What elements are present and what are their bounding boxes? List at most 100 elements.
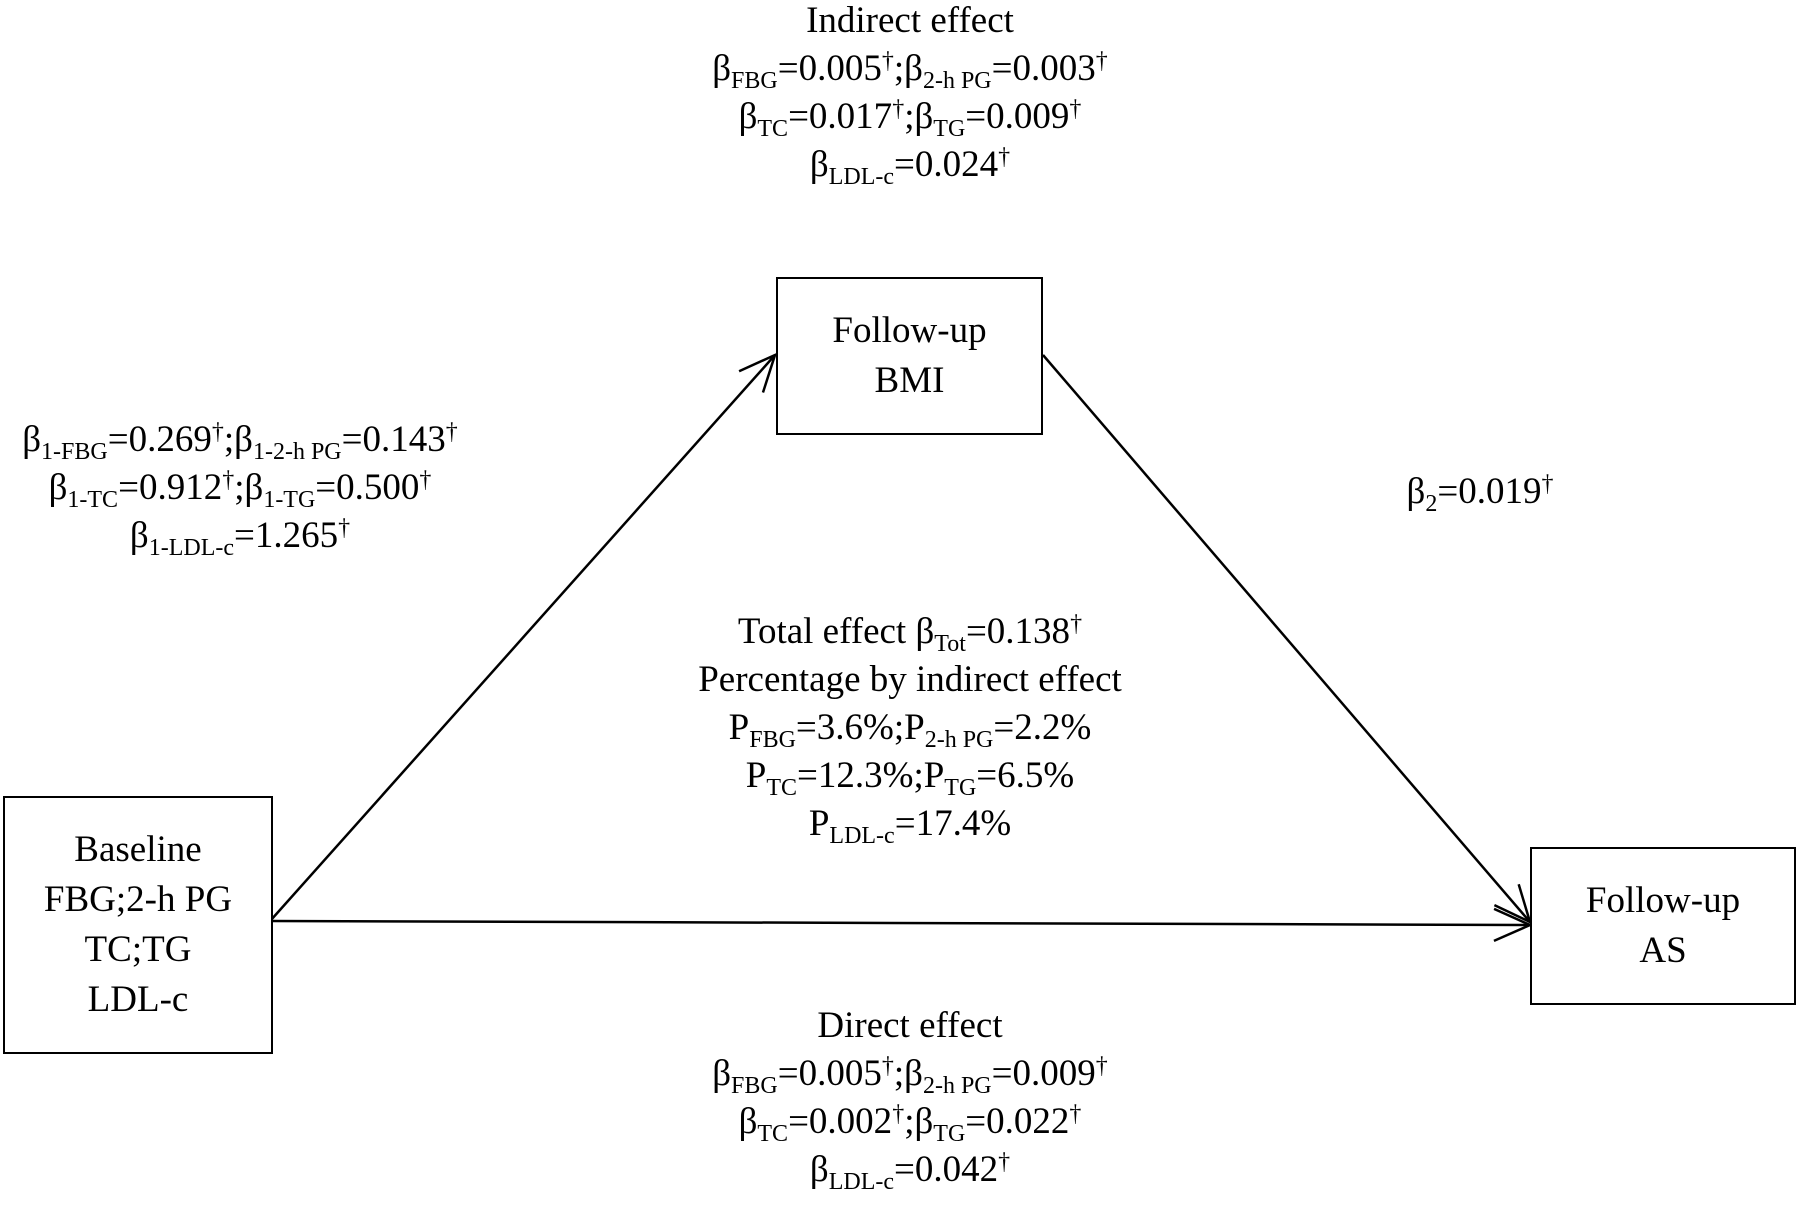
subscript: TG xyxy=(933,1121,966,1147)
text-run: β xyxy=(22,419,42,460)
text-run: =0.002 xyxy=(788,1101,893,1142)
text-run: β xyxy=(738,1101,758,1142)
text-run: ;β xyxy=(893,48,923,89)
text-run: =2.2% xyxy=(993,707,1092,748)
superscript: † xyxy=(881,48,894,74)
subscript: 1-LDL-c xyxy=(148,535,234,561)
subscript: TC xyxy=(766,775,797,801)
total-effect-line: PTC=12.3%;PTG=6.5% xyxy=(510,752,1310,800)
superscript: † xyxy=(1070,611,1083,637)
subscript: 1-2-h PG xyxy=(252,439,342,465)
text-run: β xyxy=(48,467,68,508)
superscript: † xyxy=(1095,1053,1108,1079)
superscript: † xyxy=(1069,96,1082,122)
superscript: † xyxy=(998,1149,1011,1175)
superscript: † xyxy=(1541,471,1554,497)
baseline-box-line: FBG;2-h PG xyxy=(43,879,233,920)
path-a-line: β1-TC=0.912†;β1-TG=0.500† xyxy=(0,464,480,512)
subscript: LDL-c xyxy=(828,1169,894,1195)
text-run: Total effect β xyxy=(737,611,935,652)
indirect-effect-block: Indirect effect βFBG=0.005†;β2-h PG=0.00… xyxy=(510,0,1310,189)
arrow-baseline-to-as xyxy=(270,921,1530,925)
subscript: 2-h PG xyxy=(922,68,992,94)
total-effect-line: PFBG=3.6%;P2-h PG=2.2% xyxy=(510,704,1310,752)
total-effect-block: Total effect βTot=0.138† Percentage by i… xyxy=(510,608,1310,848)
as-box-line: AS xyxy=(1639,930,1687,971)
superscript: † xyxy=(998,144,1011,170)
text-run: Percentage by indirect effect xyxy=(698,659,1122,700)
direct-effect-block: Direct effect βFBG=0.005†;β2-h PG=0.009†… xyxy=(510,1002,1310,1194)
text-run: ;β xyxy=(904,1101,934,1142)
total-effect-line: Percentage by indirect effect xyxy=(510,656,1310,704)
text-run: =0.019 xyxy=(1437,471,1542,512)
bmi-box-line: BMI xyxy=(874,360,945,401)
indirect-effect-line: βLDL-c=0.024† xyxy=(510,141,1310,189)
followup-as-box: Follow-up AS xyxy=(1530,847,1796,1005)
text-run: P xyxy=(745,755,767,796)
subscript: FBG xyxy=(731,68,778,94)
indirect-effect-line: βTC=0.017†;βTG=0.009† xyxy=(510,93,1310,141)
indirect-effect-title: Indirect effect xyxy=(806,0,1014,41)
subscript: TG xyxy=(933,116,966,142)
superscript: † xyxy=(419,467,432,493)
text-run: =17.4% xyxy=(894,803,1012,844)
text-run: β xyxy=(809,1149,829,1190)
text-run: ;β xyxy=(234,467,264,508)
text-run: =0.022 xyxy=(965,1101,1070,1142)
text-run: =0.042 xyxy=(894,1149,999,1190)
text-run: =0.500 xyxy=(315,467,420,508)
subscript: Tot xyxy=(934,631,966,657)
subscript: TC xyxy=(757,116,789,142)
bmi-box-line: Follow-up xyxy=(832,310,987,351)
baseline-box-line: Baseline xyxy=(74,829,202,870)
direct-effect-line: βTC=0.002†;βTG=0.022† xyxy=(510,1098,1310,1146)
subscript: 1-FBG xyxy=(41,439,108,465)
subscript: FBG xyxy=(749,727,796,753)
superscript: † xyxy=(445,419,458,445)
path-a-line: β1-LDL-c=1.265† xyxy=(0,512,480,560)
path-b-coefficient: β2=0.019† xyxy=(1330,468,1630,516)
text-run: P xyxy=(728,707,750,748)
path-a-line: β1-FBG=0.269†;β1-2-h PG=0.143† xyxy=(0,416,480,464)
text-run: =0.912 xyxy=(118,467,223,508)
subscript: LDL-c xyxy=(828,164,894,190)
baseline-box: Baseline FBG;2-h PG TC;TG LDL-c xyxy=(3,796,273,1054)
subscript: 2 xyxy=(1425,491,1438,517)
text-run: =12.3%;P xyxy=(797,755,945,796)
text-run: =6.5% xyxy=(976,755,1075,796)
subscript: TC xyxy=(757,1121,789,1147)
direct-effect-title: Direct effect xyxy=(817,1005,1003,1046)
arrow-baseline-to-bmi xyxy=(270,355,775,921)
text-run: =0.138 xyxy=(965,611,1071,652)
subscript: 1-TC xyxy=(67,487,119,513)
subscript: LDL-c xyxy=(829,823,895,849)
superscript: † xyxy=(1069,1101,1082,1127)
text-run: =0.005 xyxy=(777,48,882,89)
text-run: =0.009 xyxy=(991,1053,1096,1094)
direct-effect-line: βLDL-c=0.042† xyxy=(510,1146,1310,1194)
superscript: † xyxy=(892,96,905,122)
text-run: =0.143 xyxy=(341,419,446,460)
superscript: † xyxy=(211,419,224,445)
text-run: ;β xyxy=(904,96,934,137)
superscript: † xyxy=(338,515,351,541)
path-b-line: β2=0.019† xyxy=(1330,468,1630,516)
text-run: β xyxy=(712,48,732,89)
followup-bmi-box: Follow-up BMI xyxy=(776,277,1043,435)
text-run: =1.265 xyxy=(234,515,339,556)
text-run: =0.269 xyxy=(107,419,212,460)
text-run: =0.024 xyxy=(894,144,999,185)
text-run: =3.6%;P xyxy=(795,707,925,748)
text-run: ;β xyxy=(893,1053,923,1094)
text-run: β xyxy=(1406,471,1426,512)
total-effect-line: PLDL-c=17.4% xyxy=(510,800,1310,848)
superscript: † xyxy=(1095,48,1108,74)
superscript: † xyxy=(222,467,235,493)
subscript: 1-TG xyxy=(263,487,316,513)
as-box-line: Follow-up xyxy=(1585,880,1741,921)
text-run: =0.003 xyxy=(991,48,1096,89)
subscript: TG xyxy=(944,775,977,801)
subscript: 2-h PG xyxy=(922,1073,992,1099)
superscript: † xyxy=(881,1053,894,1079)
